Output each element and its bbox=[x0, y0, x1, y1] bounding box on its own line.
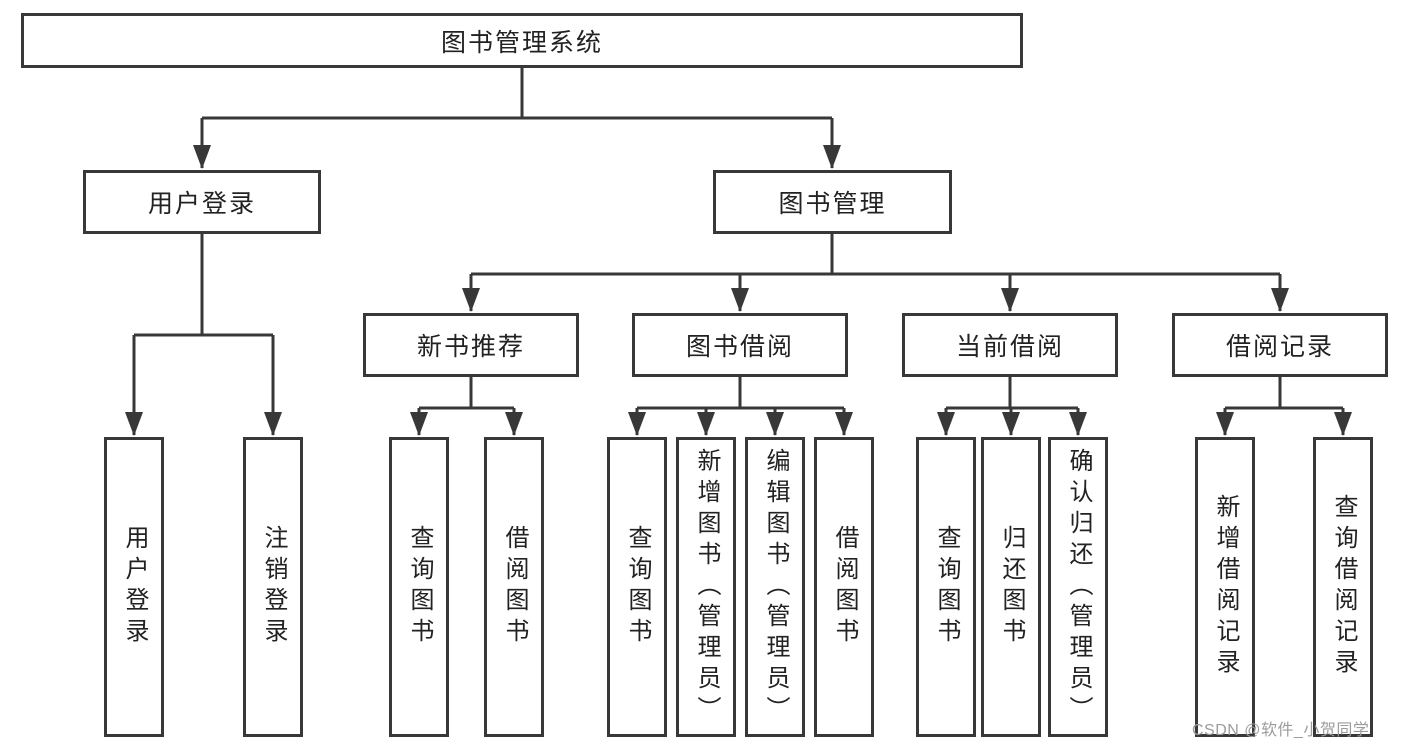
leaf-logout: 注销登录 bbox=[243, 437, 303, 737]
node-current-borrowing: 当前借阅 bbox=[902, 313, 1118, 377]
leaf-add-borrow-record: 新增借阅记录 bbox=[1195, 437, 1255, 737]
connector-root-to-level2 bbox=[193, 68, 841, 169]
leaf-confirm-return-admin-label: 确认归还（管理员） bbox=[1065, 447, 1092, 727]
leaf-query-book-recommend: 查询图书 bbox=[389, 437, 449, 737]
leaf-query-book-borrowing-label: 查询图书 bbox=[624, 525, 651, 649]
leaf-borrow-book: 借阅图书 bbox=[814, 437, 874, 737]
node-root-label: 图书管理系统 bbox=[440, 28, 603, 57]
connector-current-borrowing-to-leaves bbox=[937, 377, 1087, 436]
leaf-borrow-book-label: 借阅图书 bbox=[831, 525, 858, 649]
node-user-login: 用户登录 bbox=[83, 170, 321, 234]
leaf-edit-book-admin-label: 编辑图书（管理员） bbox=[762, 447, 789, 727]
connector-borrowing-records-to-leaves bbox=[1216, 377, 1352, 436]
node-borrowing-records: 借阅记录 bbox=[1172, 313, 1388, 377]
leaf-add-book-admin-label: 新增图书（管理员） bbox=[693, 447, 720, 727]
connector-book-management-to-level3 bbox=[462, 234, 1289, 312]
csdn-watermark: CSDN @软件_小贺同学 bbox=[1192, 722, 1370, 739]
leaf-add-borrow-record-label: 新增借阅记录 bbox=[1212, 494, 1239, 680]
leaf-confirm-return-admin: 确认归还（管理员） bbox=[1048, 437, 1108, 737]
leaf-query-book-recommend-label: 查询图书 bbox=[406, 525, 433, 649]
node-book-management-label: 图书管理 bbox=[778, 190, 887, 218]
leaf-query-borrow-record-label: 查询借阅记录 bbox=[1330, 494, 1357, 680]
node-book-borrowing-label: 图书借阅 bbox=[685, 333, 794, 361]
connector-new-book-recommend-to-leaves bbox=[410, 377, 523, 436]
leaf-borrow-book-recommend-label: 借阅图书 bbox=[501, 525, 528, 649]
connector-book-borrowing-to-leaves bbox=[628, 377, 853, 436]
node-root: 图书管理系统 bbox=[21, 13, 1023, 68]
leaf-user-login: 用户登录 bbox=[104, 437, 164, 737]
node-current-borrowing-label: 当前借阅 bbox=[955, 333, 1064, 361]
leaf-query-book-borrowing: 查询图书 bbox=[607, 437, 667, 737]
leaf-query-book-current: 查询图书 bbox=[916, 437, 976, 737]
leaf-edit-book-admin: 编辑图书（管理员） bbox=[745, 437, 805, 737]
leaf-borrow-book-recommend: 借阅图书 bbox=[484, 437, 544, 737]
node-new-book-recommend: 新书推荐 bbox=[363, 313, 579, 377]
leaf-user-login-label: 用户登录 bbox=[121, 525, 148, 649]
node-borrowing-records-label: 借阅记录 bbox=[1225, 333, 1334, 361]
node-book-borrowing: 图书借阅 bbox=[632, 313, 848, 377]
node-book-management: 图书管理 bbox=[713, 170, 952, 234]
leaf-query-book-current-label: 查询图书 bbox=[933, 525, 960, 649]
node-new-book-recommend-label: 新书推荐 bbox=[416, 333, 525, 361]
leaf-add-book-admin: 新增图书（管理员） bbox=[676, 437, 736, 737]
connector-user-login-to-leaves bbox=[125, 234, 282, 436]
leaf-query-borrow-record: 查询借阅记录 bbox=[1313, 437, 1373, 737]
leaf-return-book-label: 归还图书 bbox=[998, 525, 1025, 649]
leaf-logout-label: 注销登录 bbox=[260, 525, 287, 649]
leaf-return-book: 归还图书 bbox=[981, 437, 1041, 737]
node-user-login-label: 用户登录 bbox=[147, 190, 256, 218]
